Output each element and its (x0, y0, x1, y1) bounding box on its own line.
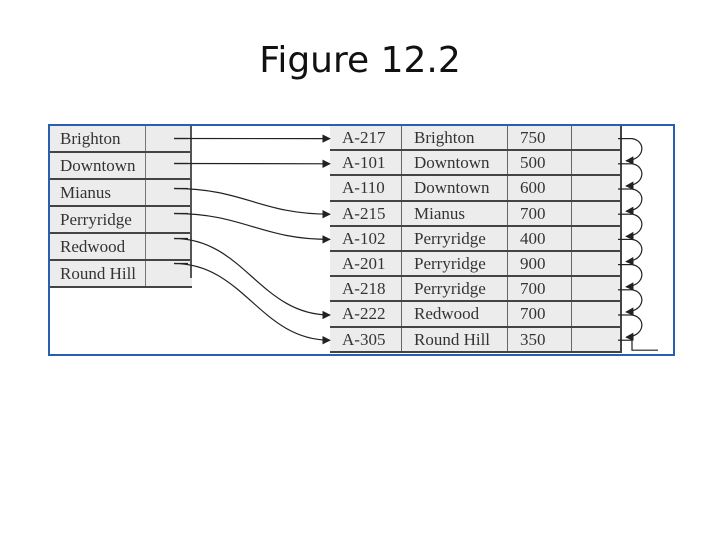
index-file: Brighton Downtown Mianus Perryridge Redw… (50, 126, 192, 288)
balance: 700 (508, 302, 572, 326)
branch-name: Perryridge (402, 251, 508, 276)
record-pointer-cell (572, 302, 622, 326)
balance: 900 (508, 251, 572, 276)
chain-pointer-arrow (625, 138, 643, 165)
branch-name: Redwood (402, 302, 508, 326)
null-pointer (631, 340, 658, 351)
account-number: A-305 (330, 327, 402, 351)
index-key: Downtown (50, 153, 146, 178)
balance: 700 (508, 277, 572, 301)
account-number: A-101 (330, 151, 402, 175)
branch-name: Round Hill (402, 327, 508, 351)
record-pointer-cell (572, 151, 622, 175)
account-number: A-222 (330, 302, 402, 326)
chain-pointer-arrow (625, 289, 643, 316)
chain-pointer-arrow (625, 213, 643, 241)
index-entry: Mianus (50, 180, 192, 207)
record-pointer-cell (572, 251, 622, 276)
branch-name: Downtown (402, 151, 508, 175)
account-number: A-218 (330, 277, 402, 301)
index-pointer-arrow (173, 187, 331, 219)
record-pointer-cell (572, 327, 622, 351)
record-pointer-cell (572, 201, 622, 225)
index-key: Redwood (50, 234, 146, 259)
index-key: Brighton (50, 126, 146, 151)
chain-pointer-arrow (625, 314, 643, 342)
chain-pointer-arrow (625, 264, 643, 291)
record-pointer-cell (572, 226, 622, 250)
balance: 400 (508, 226, 572, 250)
balance: 350 (508, 327, 572, 351)
account-number: A-215 (330, 201, 402, 225)
index-key: Mianus (50, 180, 146, 205)
branch-name: Perryridge (402, 226, 508, 250)
balance: 750 (508, 126, 572, 150)
branch-name: Mianus (402, 201, 508, 225)
account-number: A-102 (330, 226, 402, 250)
branch-name: Brighton (402, 126, 508, 150)
branch-name: Perryridge (402, 277, 508, 301)
index-key: Perryridge (50, 207, 146, 232)
account-number: A-201 (330, 251, 402, 276)
index-entry: Perryridge (50, 207, 192, 234)
record-chain-arrows (618, 138, 658, 351)
record-pointer-cell (572, 277, 622, 301)
record-pointer-cell (572, 176, 622, 200)
index-pointer-arrow (173, 212, 331, 244)
balance: 500 (508, 151, 572, 175)
account-number: A-217 (330, 126, 402, 150)
chain-pointer-arrow (625, 188, 643, 216)
index-pointer-arrows (173, 134, 331, 345)
branch-name: Downtown (402, 176, 508, 200)
index-file-edge (190, 126, 192, 278)
record-pointer-cell (572, 126, 622, 150)
index-pointer-arrow (173, 262, 331, 345)
slide-title: Figure 12.2 (259, 40, 461, 81)
account-number: A-110 (330, 176, 402, 200)
balance: 700 (508, 201, 572, 225)
index-entry: Downtown (50, 153, 192, 180)
chain-pointer-arrow (625, 163, 643, 190)
dense-index-figure: Brighton Downtown Mianus Perryridge Redw… (48, 124, 675, 356)
index-entry: Redwood (50, 234, 192, 261)
index-entry: Brighton (50, 126, 192, 153)
balance: 600 (508, 176, 572, 200)
pointer-arrows (173, 134, 658, 351)
chain-pointer-arrow (625, 238, 643, 266)
index-key: Round Hill (50, 261, 146, 286)
index-entry: Round Hill (50, 261, 192, 288)
index-pointer-arrow (173, 237, 331, 320)
